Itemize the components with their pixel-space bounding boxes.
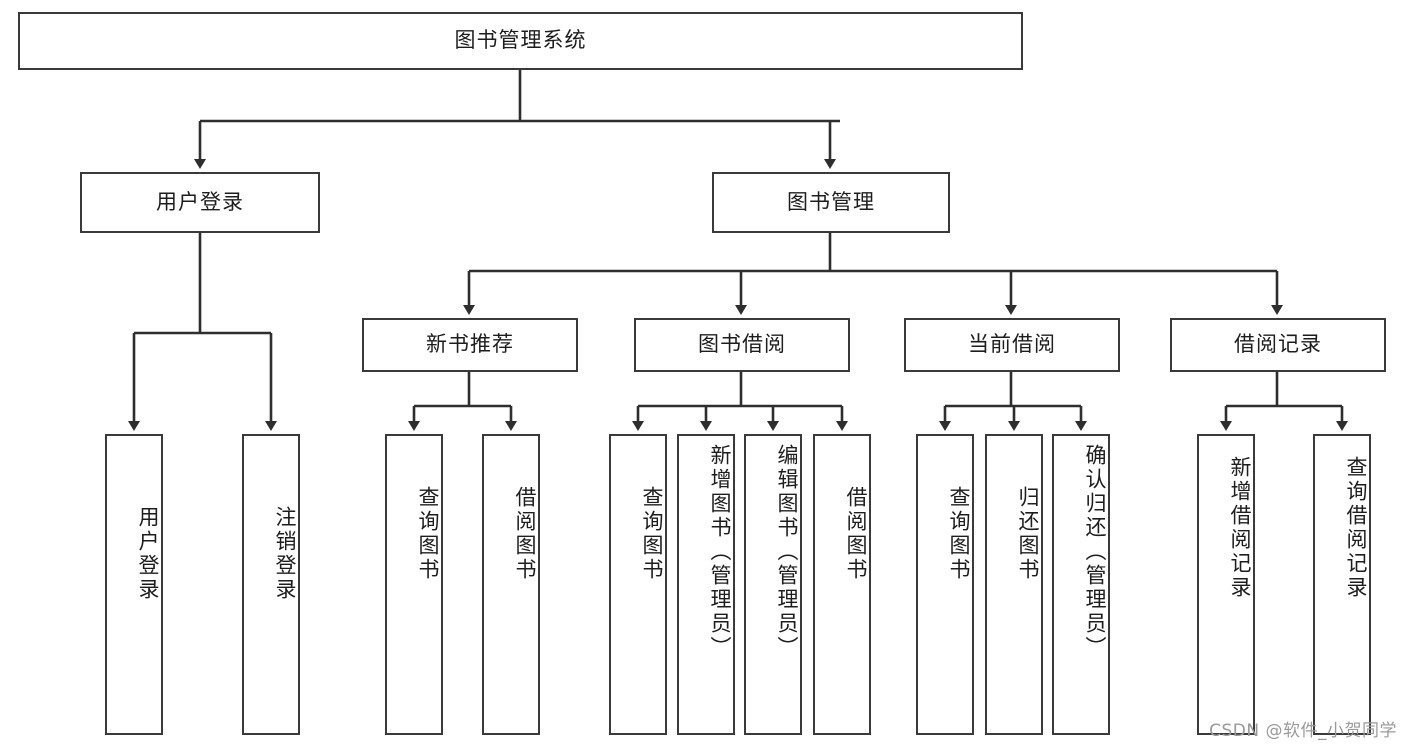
node-book-management-label: 图书管理 xyxy=(787,189,875,214)
node-borrow-record[interactable]: 借阅记录 xyxy=(1170,318,1386,372)
leaf-label: 查询借阅记录 xyxy=(1344,456,1368,600)
node-book-management[interactable]: 图书管理 xyxy=(712,172,950,233)
leaf-label: 用户登录 xyxy=(136,506,160,602)
node-new-book-recommend-label: 新书推荐 xyxy=(426,332,514,357)
node-book-borrow-label: 图书借阅 xyxy=(698,332,786,357)
csdn-watermark: CSDN @软件_小贺同学 xyxy=(1209,721,1397,741)
leaf-user-login-logout[interactable]: 注销登录 xyxy=(242,434,300,735)
leaf-borrow-borrow-book[interactable]: 借阅图书 xyxy=(813,434,871,735)
leaf-label: 查询图书 xyxy=(640,486,664,582)
node-root[interactable]: 图书管理系统 xyxy=(18,12,1023,70)
leaf-label: 注销登录 xyxy=(273,506,297,602)
leaf-record-add[interactable]: 新增借阅记录 xyxy=(1197,434,1255,735)
leaf-label: 借阅图书 xyxy=(513,486,537,582)
leaf-label: 查询图书 xyxy=(416,486,440,582)
leaf-label: 新增借阅记录 xyxy=(1228,456,1252,600)
leaf-label: 新增图书（管理员） xyxy=(708,444,732,660)
node-current-borrow[interactable]: 当前借阅 xyxy=(904,318,1120,372)
leaf-label: 编辑图书（管理员） xyxy=(775,444,799,660)
leaf-borrow-add-book[interactable]: 新增图书（管理员） xyxy=(677,434,735,735)
leaf-label: 确认归还（管理员） xyxy=(1083,444,1107,660)
leaf-label: 借阅图书 xyxy=(844,486,868,582)
node-user-login-label: 用户登录 xyxy=(156,189,244,214)
node-new-book-recommend[interactable]: 新书推荐 xyxy=(362,318,578,372)
leaf-new-book-borrow[interactable]: 借阅图书 xyxy=(482,434,540,735)
node-book-borrow[interactable]: 图书借阅 xyxy=(634,318,850,372)
leaf-new-book-query[interactable]: 查询图书 xyxy=(385,434,443,735)
node-current-borrow-label: 当前借阅 xyxy=(968,332,1056,357)
leaf-record-query[interactable]: 查询借阅记录 xyxy=(1313,434,1371,735)
leaf-current-return-book[interactable]: 归还图书 xyxy=(985,434,1043,735)
leaf-current-query-book[interactable]: 查询图书 xyxy=(916,434,974,735)
leaf-current-confirm-return[interactable]: 确认归还（管理员） xyxy=(1052,434,1110,735)
node-user-login[interactable]: 用户登录 xyxy=(80,172,320,233)
node-borrow-record-label: 借阅记录 xyxy=(1234,332,1322,357)
leaf-label: 归还图书 xyxy=(1016,486,1040,582)
leaf-label: 查询图书 xyxy=(947,486,971,582)
leaf-borrow-edit-book[interactable]: 编辑图书（管理员） xyxy=(744,434,802,735)
node-root-label: 图书管理系统 xyxy=(454,28,587,53)
leaf-borrow-query-book[interactable]: 查询图书 xyxy=(609,434,667,735)
leaf-user-login-login[interactable]: 用户登录 xyxy=(105,434,163,735)
